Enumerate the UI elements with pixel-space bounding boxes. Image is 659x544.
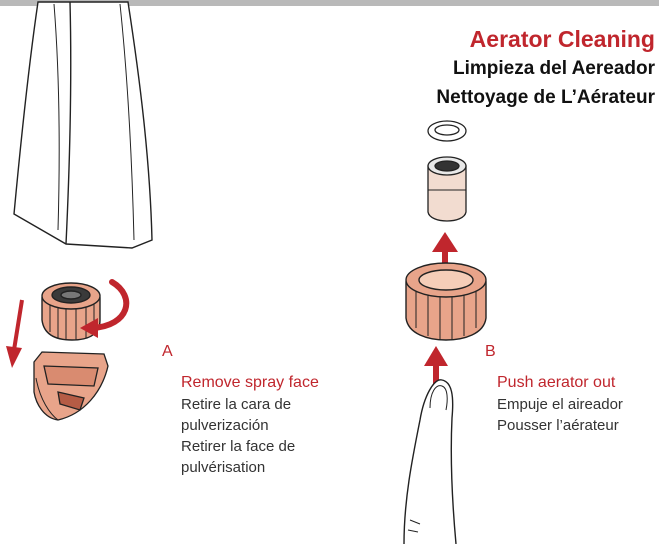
step-b-english: Push aerator out (497, 374, 616, 391)
spray-face-illustration (33, 351, 109, 421)
faucet-spout-illustration (13, 1, 153, 249)
up-arrow-upper-head (432, 232, 458, 252)
finger-illustration (403, 379, 457, 544)
title-french: Nettoyage de L’Aérateur (436, 87, 655, 108)
top-divider (0, 0, 659, 6)
step-a-french: Retirer la face de pulvérisation (181, 438, 296, 476)
step-a-spanish: Retire la cara de pulverización (181, 396, 292, 434)
rotate-arrow (89, 279, 130, 331)
rotate-arrow-head (80, 318, 98, 338)
step-a-caption: Remove spray face Retire la cara de pulv… (181, 372, 381, 478)
title-block: Aerator Cleaning Limpieza del Aereador N… (436, 24, 655, 112)
step-b-spanish: Empuje el aireador (497, 396, 623, 413)
step-b-french: Pousser l’aérateur (497, 417, 619, 434)
up-arrow-lower-head (424, 346, 448, 366)
down-arrow (12, 299, 24, 351)
title-english: Aerator Cleaning (469, 26, 655, 52)
step-a-letter: A (162, 343, 173, 360)
aerator-insert-illustration (427, 156, 467, 222)
down-arrow-head (6, 346, 22, 368)
aerator-housing-b (405, 262, 487, 341)
step-b-caption: Push aerator out Empuje el aireador Pous… (497, 372, 659, 436)
washer-illustration (427, 120, 467, 142)
title-spanish: Limpieza del Aereador (452, 58, 655, 79)
step-b-letter: B (485, 343, 496, 360)
step-a-english: Remove spray face (181, 374, 319, 391)
